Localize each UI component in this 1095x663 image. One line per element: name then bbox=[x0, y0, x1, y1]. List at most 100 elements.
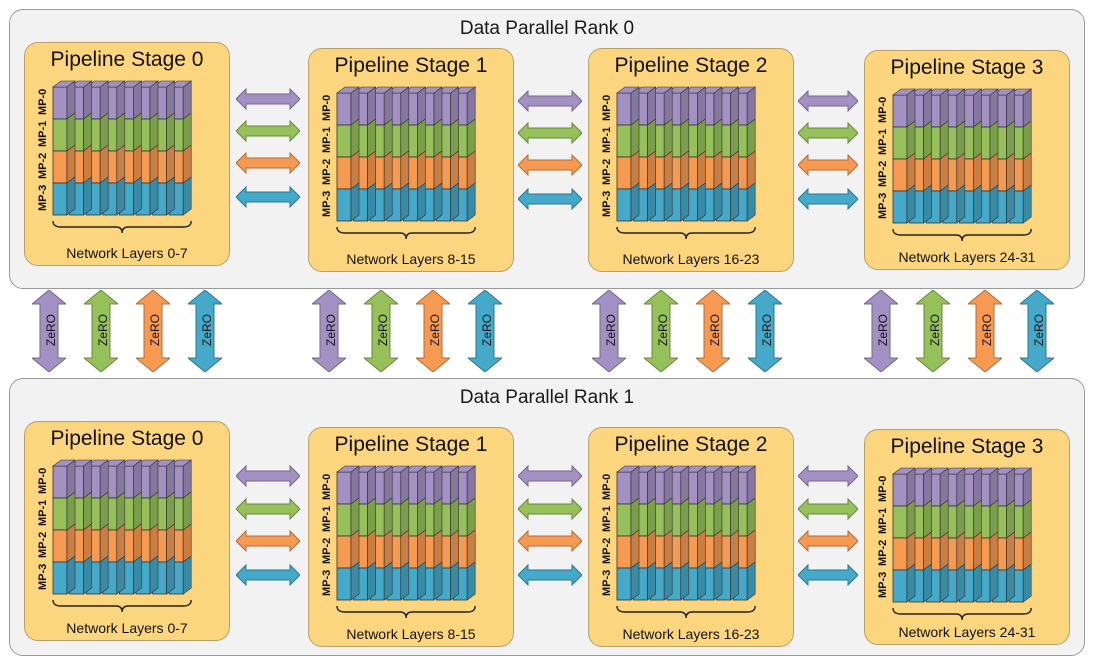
pipeline-transfer-arrow-mp-0 bbox=[236, 465, 300, 487]
layer-brace bbox=[336, 226, 476, 240]
mp-shard-side-0 bbox=[713, 465, 723, 505]
mp-shard-side-1 bbox=[133, 112, 142, 152]
mp-shard-0 bbox=[336, 471, 352, 505]
mp-shard-side-0 bbox=[433, 465, 443, 505]
mp-shard-side-0 bbox=[956, 88, 966, 128]
mp-shard-side-2 bbox=[350, 529, 360, 569]
layer-brace bbox=[336, 605, 476, 619]
stage-title: Pipeline Stage 1 bbox=[334, 433, 488, 456]
mp-shard-side-1 bbox=[697, 118, 706, 158]
mp-shard-side-0 bbox=[417, 86, 426, 126]
mp-shard-side-3 bbox=[466, 561, 476, 601]
mp-shard-side-0 bbox=[166, 459, 175, 499]
mp-shard-side-1 bbox=[116, 491, 126, 531]
mp-shard-side-3 bbox=[630, 182, 640, 222]
mp-shard-side-2 bbox=[83, 144, 92, 184]
mp-shard-side-1 bbox=[383, 497, 393, 537]
pipeline-transfer-arrow-mp-3 bbox=[518, 564, 582, 586]
mp-shard-side-0 bbox=[956, 467, 966, 507]
pipeline-transfer-arrow-mp-0 bbox=[236, 88, 300, 110]
mp-shard-side-1 bbox=[99, 112, 109, 152]
mp-shard-3 bbox=[892, 190, 908, 224]
mp-shard-side-0 bbox=[730, 86, 739, 126]
mp-shard-side-1 bbox=[630, 497, 640, 537]
network-layers-label: Network Layers 24-31 bbox=[898, 249, 1036, 265]
mp-shard-side-2 bbox=[149, 144, 159, 184]
zero-arrow-mp-2: ZeRO bbox=[414, 289, 452, 373]
mp-shard-side-1 bbox=[939, 120, 949, 160]
mp-shard-side-0 bbox=[630, 465, 640, 505]
mp-shard-2 bbox=[336, 535, 352, 569]
zero-label: ZeRO bbox=[200, 313, 215, 347]
mp-shard-1 bbox=[892, 126, 908, 160]
mp-shard-side-3 bbox=[149, 555, 159, 595]
mp-shard-side-0 bbox=[939, 467, 949, 507]
mp-shard-side-1 bbox=[906, 499, 916, 539]
zero-arrow-mp-0: ZeRO bbox=[30, 289, 68, 373]
mp-shard-side-0 bbox=[923, 88, 932, 128]
mp-shard-side-0 bbox=[680, 86, 690, 126]
mp-shard-1 bbox=[616, 124, 632, 158]
mp-shard-side-0 bbox=[697, 465, 706, 505]
mp-shard-side-2 bbox=[99, 144, 109, 184]
mp-shard-2 bbox=[616, 535, 632, 569]
zero-arrow-mp-2: ZeRO bbox=[694, 289, 732, 373]
mp-shard-side-3 bbox=[663, 182, 673, 222]
mp-shard-2 bbox=[892, 537, 908, 571]
stage-title: Pipeline Stage 0 bbox=[50, 427, 204, 450]
network-layer-2 bbox=[925, 467, 950, 603]
mp-shard-side-0 bbox=[746, 465, 756, 505]
zero-label: ZeRO bbox=[876, 313, 891, 347]
layer-top bbox=[336, 465, 360, 473]
mp-shard-side-2 bbox=[83, 523, 92, 563]
mp-shard-side-1 bbox=[663, 497, 673, 537]
mp-shard-side-3 bbox=[133, 555, 142, 595]
network-layers-label: Network Layers 24-31 bbox=[898, 624, 1036, 640]
mp-shard-side-0 bbox=[116, 80, 126, 120]
mp-shard-side-1 bbox=[939, 499, 949, 539]
mp-shard-side-3 bbox=[923, 184, 932, 224]
mp-shard-side-1 bbox=[906, 120, 916, 160]
mp-shard-side-0 bbox=[663, 465, 673, 505]
pipeline-transfer-arrow-mp-1 bbox=[518, 122, 582, 144]
mp-shard-side-2 bbox=[697, 150, 706, 190]
mp-shard-side-0 bbox=[350, 465, 360, 505]
network-layer-0 bbox=[52, 80, 76, 216]
pipeline-transfer-arrow-mp-2 bbox=[518, 154, 582, 176]
mp-shard-side-3 bbox=[99, 176, 109, 216]
mp-shard-side-2 bbox=[956, 152, 966, 192]
mp-shard-3 bbox=[616, 188, 632, 222]
layer-top bbox=[616, 465, 640, 473]
zero-arrow-mp-3: ZeRO bbox=[746, 289, 784, 373]
mp-shard-side-0 bbox=[367, 465, 376, 505]
mp-shard-1 bbox=[52, 118, 68, 152]
mp-shard-side-0 bbox=[1006, 88, 1015, 128]
mp-shard-side-0 bbox=[1022, 467, 1032, 507]
pipeline-transfer-arrow-mp-0 bbox=[518, 465, 582, 487]
mp-shard-side-3 bbox=[367, 182, 376, 222]
mp-shard-side-3 bbox=[433, 182, 443, 222]
mp-shard-side-0 bbox=[383, 86, 393, 126]
pipeline-transfer-arrow-mp-2 bbox=[236, 530, 300, 552]
mp-shard-side-1 bbox=[149, 112, 159, 152]
mp-shard-side-2 bbox=[1022, 152, 1032, 192]
mp-shard-3 bbox=[52, 182, 68, 216]
mp-shard-side-1 bbox=[663, 118, 673, 158]
mp-shard-side-1 bbox=[83, 491, 92, 531]
mp-shard-side-2 bbox=[1006, 531, 1015, 571]
mp-shard-side-3 bbox=[939, 563, 949, 603]
mp-shard-1 bbox=[52, 497, 68, 531]
mp-shard-0 bbox=[52, 86, 68, 120]
mp-shard-side-0 bbox=[66, 459, 76, 499]
mp-shard-side-3 bbox=[166, 176, 175, 216]
mp-shard-side-1 bbox=[730, 118, 739, 158]
mp-shard-side-1 bbox=[956, 499, 966, 539]
zero-arrow-mp-2: ZeRO bbox=[134, 289, 172, 373]
pipeline-transfer-arrow-mp-3 bbox=[236, 186, 300, 208]
mp-shard-side-1 bbox=[450, 497, 459, 537]
mp-shard-side-1 bbox=[923, 120, 932, 160]
mp-shard-side-3 bbox=[989, 184, 999, 224]
